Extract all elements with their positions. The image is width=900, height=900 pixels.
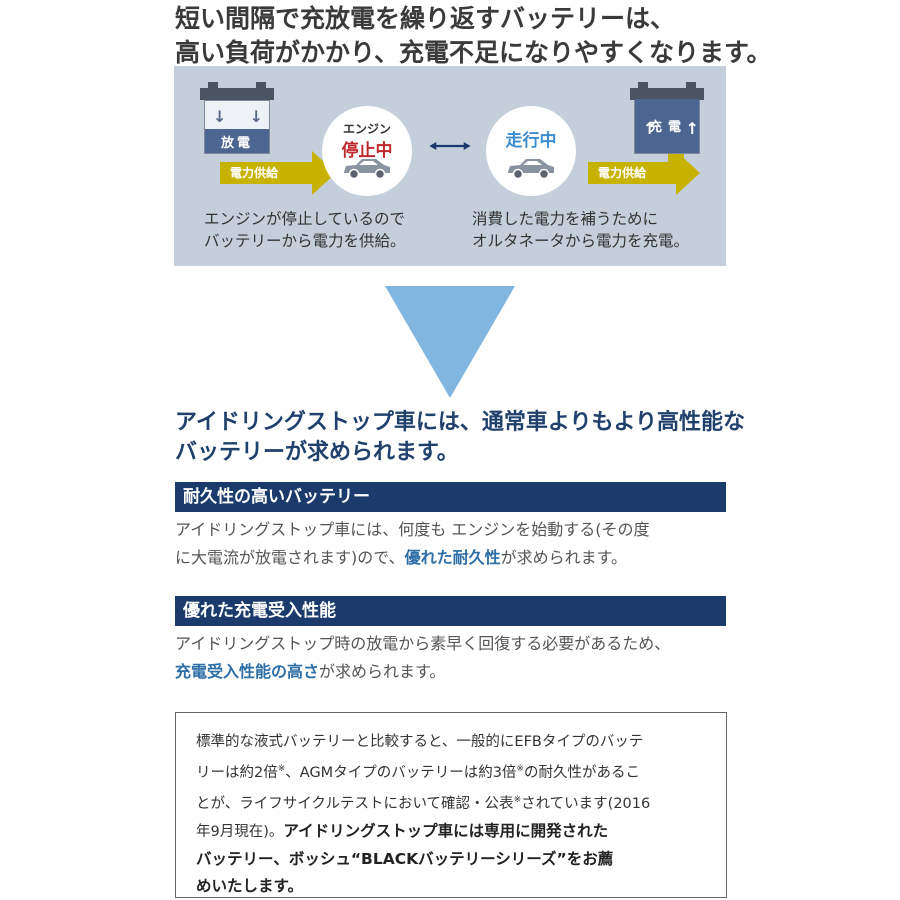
up-arrows-icon: ↑↑ — [643, 119, 699, 138]
headline-line-2: 高い負荷がかかり、充電不足になりやすくなります。 — [175, 38, 772, 67]
engine-stopped-circle: エンジン 停止中 — [322, 106, 412, 196]
note-box: 標準的な液式バッテリーと比較すると、一般的にEFBタイプのバッテ リーは約2倍※… — [175, 712, 727, 898]
section-title-charge-acceptance: 優れた充電受入性能 — [175, 596, 726, 626]
charging-battery-icon: ↑↑ 充電 — [630, 82, 704, 154]
running-label: 走行中 — [505, 131, 557, 151]
down-triangle-icon — [385, 286, 515, 398]
stopped-description: エンジンが停止しているので バッテリーから電力を供給。 — [204, 210, 406, 250]
discharging-battery-icon: ↓↓ 放電 — [200, 82, 274, 154]
section-text-durability: アイドリングストップ車には、何度も エンジンを始動する(その度 に大電流が放電さ… — [175, 520, 650, 567]
headline: 短い間隔で充放電を繰り返すバッテリーは、 高い負荷がかかり、充電不足になりやすく… — [175, 2, 772, 70]
power-supply-label-right: 電力供給 — [598, 166, 647, 180]
charge-cycle-diagram: ↓↓ 放電 電力供給 エンジン 停止中 走行中 電力供給 — [174, 66, 726, 266]
discharge-label: 放電 — [220, 136, 253, 151]
car-icon — [508, 159, 554, 180]
lead-statement: アイドリングストップ車には、通常車よりもより高性能な バッテリーが求められます。 — [175, 410, 746, 465]
power-supply-arrow-left: 電力供給 — [220, 151, 336, 195]
double-arrow-icon — [429, 142, 471, 150]
section-title-durability: 耐久性の高いバッテリー — [175, 482, 726, 512]
section-text-charge-acceptance: アイドリングストップ時の放電から素早く回復する必要があるため、 充電受入性能の高… — [175, 634, 671, 681]
down-arrows-icon: ↓↓ — [213, 107, 263, 126]
highlight-durability: 優れた耐久性 — [404, 548, 501, 567]
running-description: 消費した電力を補うために オルタネータから電力を充電。 — [472, 210, 690, 250]
power-supply-label-left: 電力供給 — [230, 166, 279, 180]
stopped-label: 停止中 — [341, 141, 393, 161]
engine-label: エンジン — [342, 122, 391, 136]
car-icon — [344, 159, 390, 180]
charge-label: 充電 — [649, 120, 688, 135]
running-circle: 走行中 — [486, 106, 576, 196]
highlight-charge-acceptance: 充電受入性能の高さ — [175, 662, 320, 681]
headline-line-1: 短い間隔で充放電を繰り返すバッテリーは、 — [175, 4, 676, 33]
